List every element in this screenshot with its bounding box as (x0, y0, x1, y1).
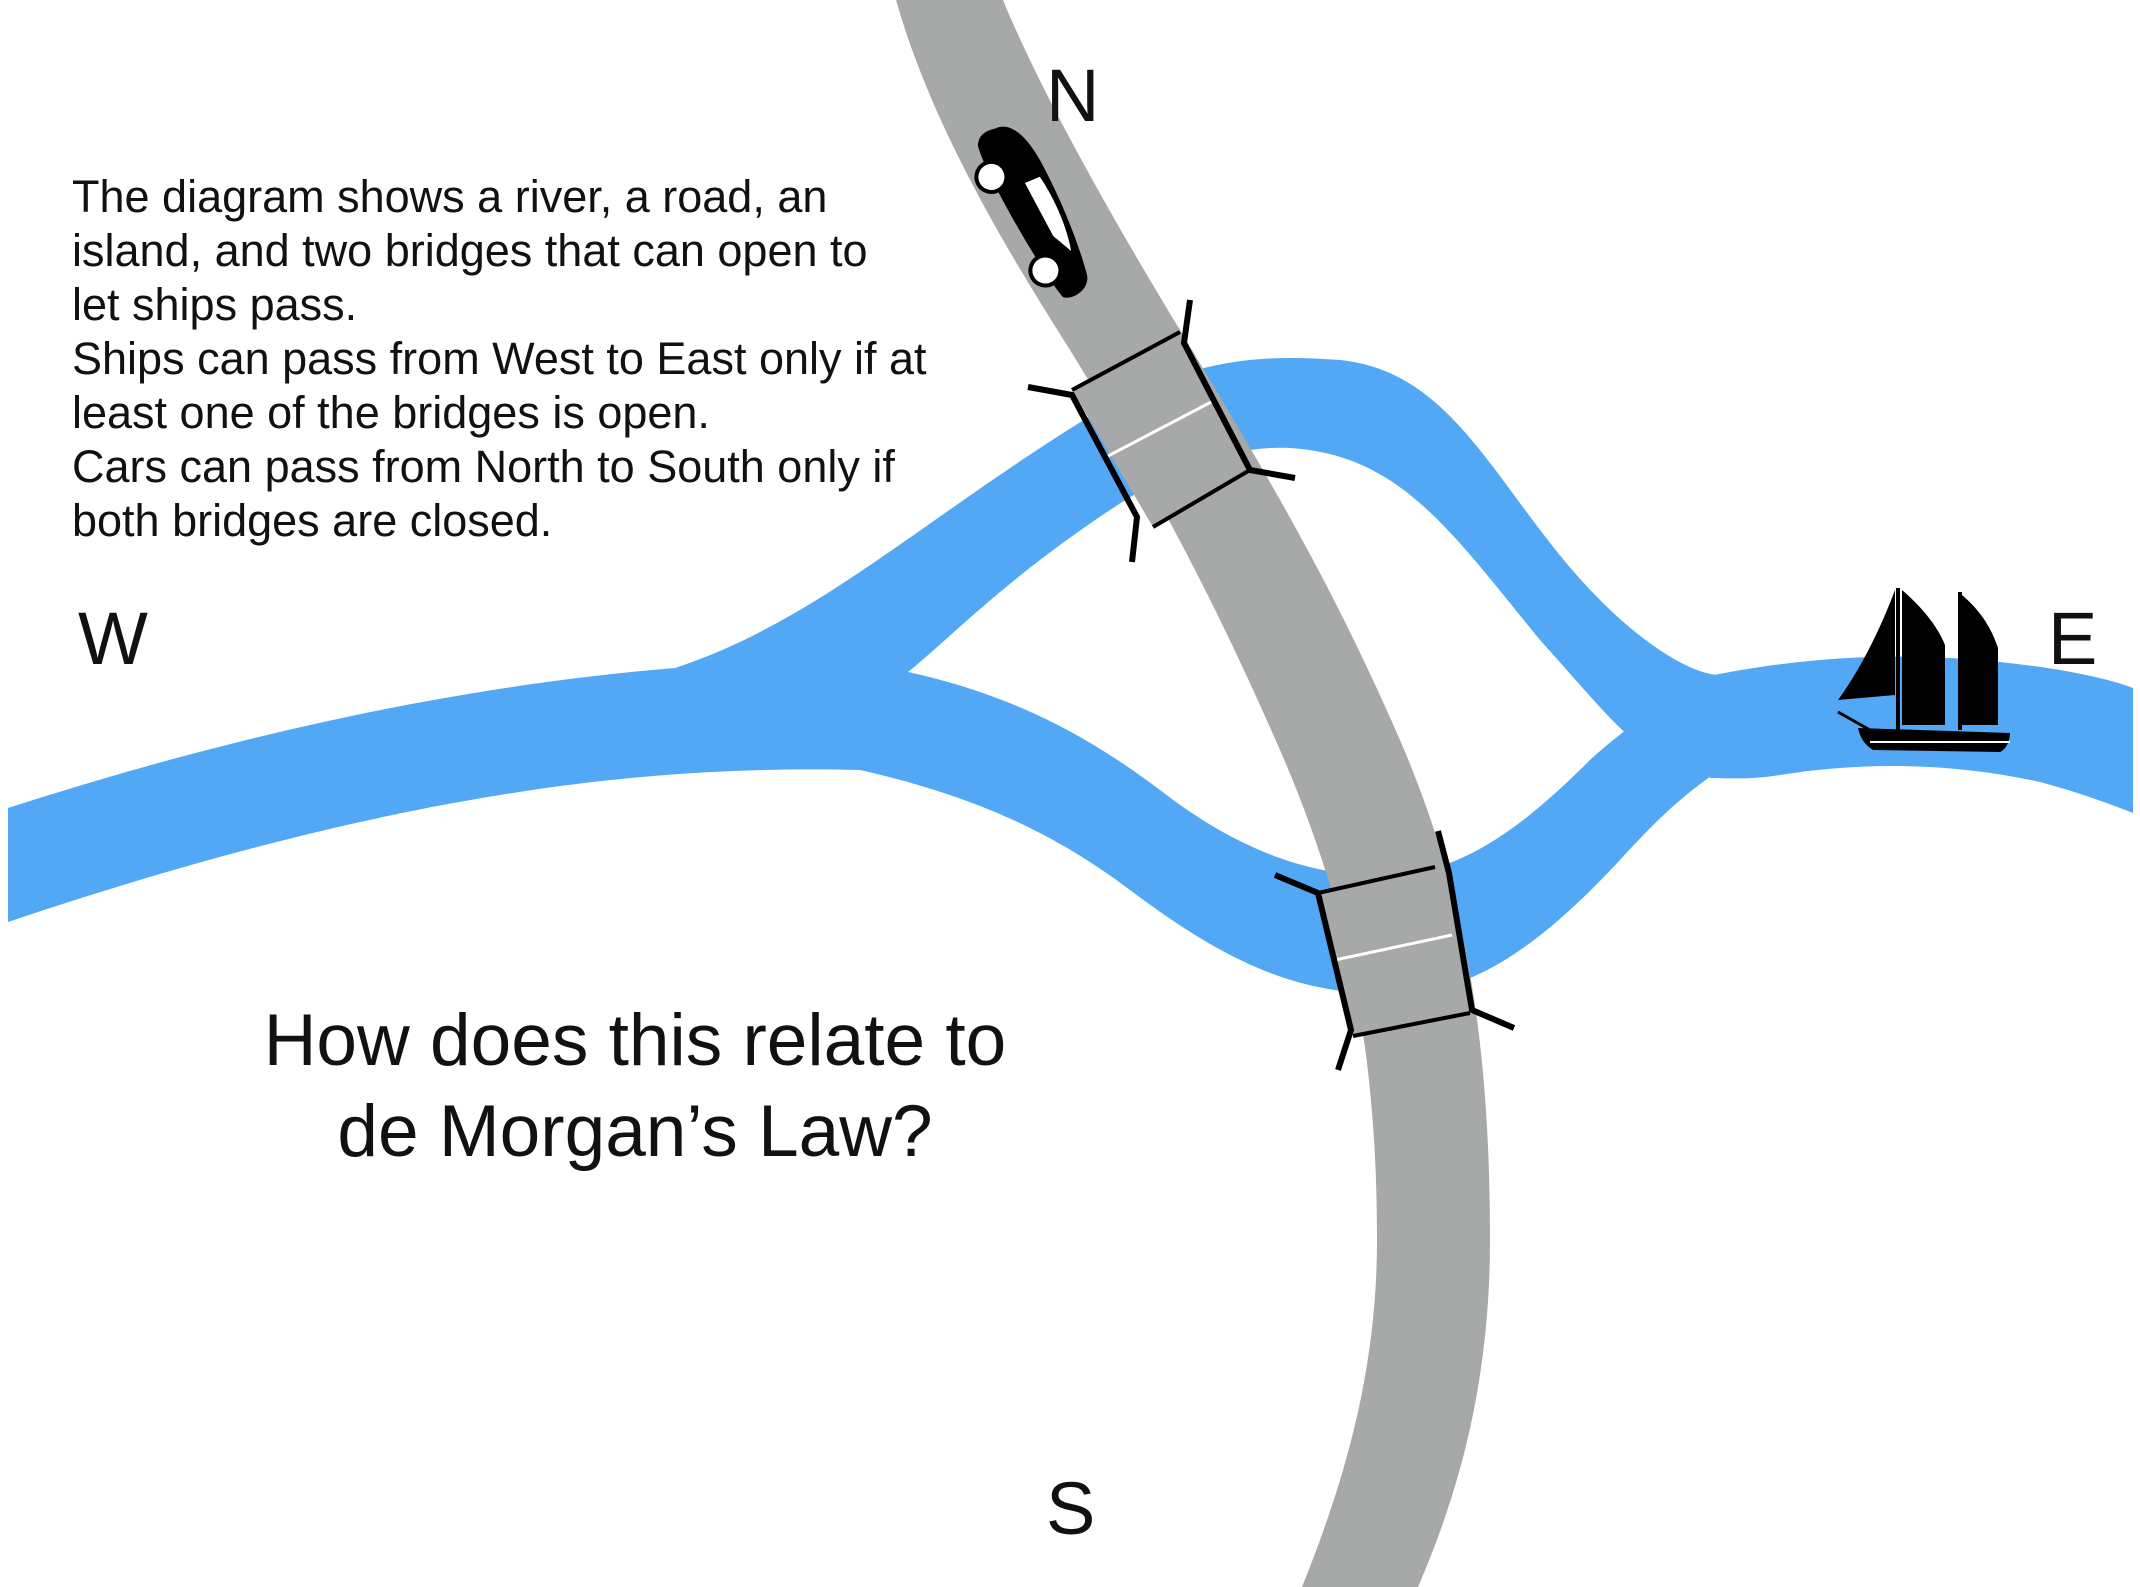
river-south-branch (840, 660, 1760, 995)
south-bridge-center-line (1334, 933, 1453, 962)
south-bridge-edge-top (1317, 865, 1436, 895)
question-line: de Morgan’s Law? (337, 1091, 933, 1172)
river-west-trunk (8, 668, 900, 922)
description-line: Ships can pass from West to East only if… (72, 333, 927, 384)
south-bridge (1273, 830, 1516, 1071)
north-bridge-center-line (1107, 398, 1216, 458)
river-north-branch (675, 357, 1720, 760)
compass-north-label: N (1046, 54, 1100, 137)
question-line: How does this relate to (263, 1000, 1007, 1081)
north-bridge-edge-top (1071, 330, 1181, 392)
compass-west-label: W (78, 597, 148, 680)
north-bridge-rail-east (1180, 299, 1296, 481)
compass-east-label: E (2048, 597, 2098, 680)
north-bridge (1027, 299, 1296, 563)
description-line: let ships pass. (72, 279, 358, 330)
road (896, 0, 1490, 1587)
de-morgan-question: How does this relate to de Morgan’s Law? (200, 995, 1070, 1177)
description-line: least one of the bridges is open. (72, 387, 710, 438)
south-bridge-edge-bottom (1352, 1011, 1471, 1038)
description-line: Cars can pass from North to South only i… (72, 441, 895, 492)
north-bridge-edge-bottom (1151, 468, 1252, 529)
south-bridge-deck (1318, 867, 1470, 1036)
south-bridge-rail-east (1435, 830, 1516, 1031)
north-bridge-rail-west (1027, 384, 1141, 563)
description-line: both bridges are closed. (72, 495, 553, 546)
south-bridge-rail-west (1273, 872, 1355, 1071)
problem-description: The diagram shows a river, a road, an is… (72, 170, 1032, 548)
description-line: The diagram shows a river, a road, an (72, 171, 828, 222)
compass-south-label: S (1046, 1467, 1096, 1550)
description-line: island, and two bridges that can open to (72, 225, 868, 276)
sailing-ship-icon (1837, 588, 2010, 752)
car-icon (974, 126, 1088, 298)
